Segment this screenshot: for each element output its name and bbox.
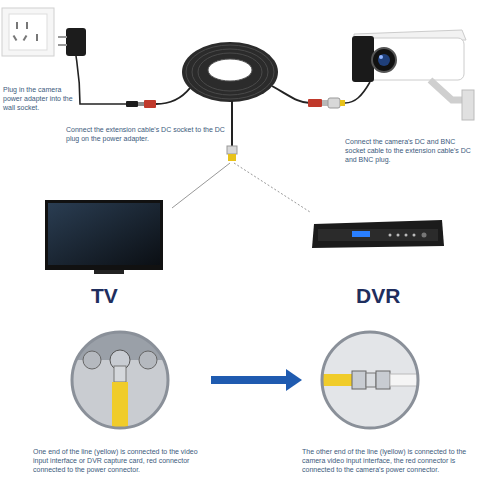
device-name: TV — [91, 284, 118, 308]
dvr-picture — [312, 220, 444, 248]
power-adapter — [58, 28, 190, 108]
photo-left — [70, 330, 170, 442]
device-label: DVR — [350, 282, 406, 310]
instruction-note: Connect the extension cable's DC socket … — [66, 126, 226, 144]
wire-tv — [172, 163, 230, 208]
device-label: TV — [85, 282, 124, 310]
photo-right — [318, 330, 422, 430]
wire-dvr — [234, 163, 310, 212]
instruction-note: Connect the camera's DC and BNC socket c… — [345, 138, 473, 164]
flow-arrow — [211, 369, 302, 391]
wall-socket — [2, 8, 54, 56]
device-name: DVR — [356, 284, 400, 308]
photo-circle: The other end of the line (lyellow) is c… — [302, 330, 474, 474]
circle-outline — [70, 330, 170, 430]
cable-coil — [182, 42, 370, 161]
photo-circle: One end of the line (yellow) is connecte… — [33, 330, 211, 474]
circle-outline — [320, 330, 420, 430]
photo-caption: The other end of the line (lyellow) is c… — [302, 448, 474, 474]
tv-picture — [45, 200, 163, 274]
instruction-note: Plug in the camera power adapter into th… — [3, 86, 75, 112]
camera — [352, 30, 474, 120]
photo-caption: One end of the line (yellow) is connecte… — [33, 448, 211, 474]
